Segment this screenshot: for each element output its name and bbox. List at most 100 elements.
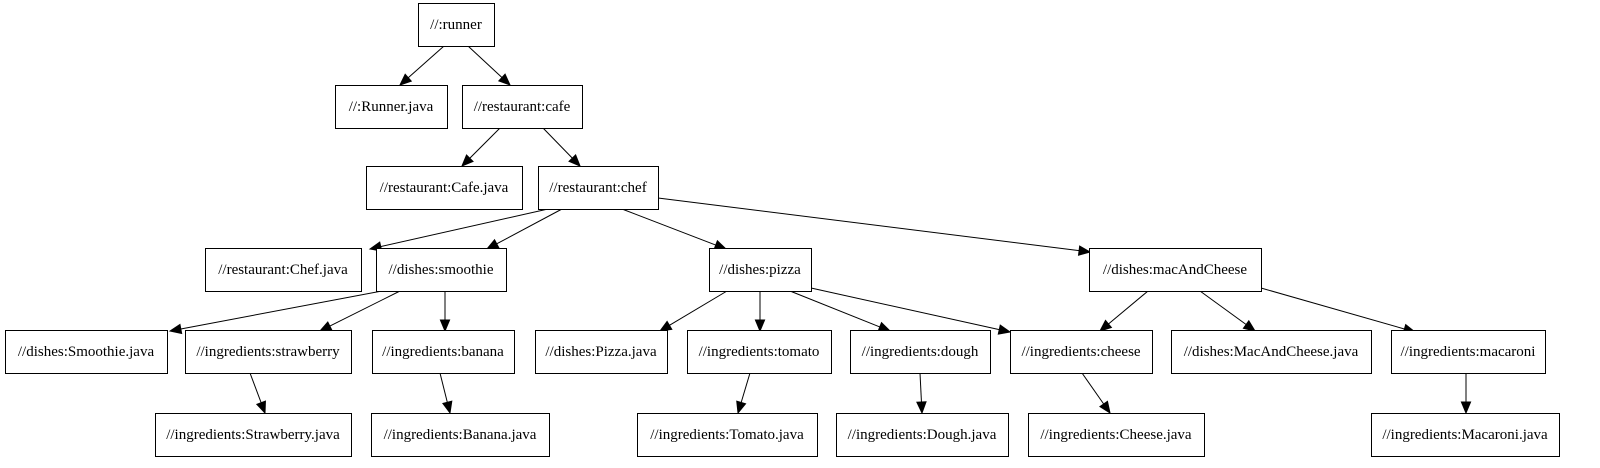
graph-node-mac-java[interactable]: //dishes:MacAndCheese.java bbox=[1171, 330, 1372, 374]
edge-line bbox=[919, 372, 922, 403]
edge-line bbox=[1199, 290, 1247, 325]
edge-line bbox=[1081, 372, 1105, 405]
graph-node-banana-java[interactable]: //ingredients:Banana.java bbox=[371, 413, 550, 457]
graph-node-dough-java[interactable]: //ingredients:Dough.java bbox=[836, 413, 1009, 457]
edge-line bbox=[496, 208, 563, 245]
nodes-layer: //:runner //:Runner.java //restaurant:cafe… bbox=[5, 3, 1560, 457]
node-label: //ingredients:Tomato.java bbox=[650, 427, 804, 443]
node-label: //dishes:macAndCheese bbox=[1103, 262, 1247, 278]
graph-node-dishes-pizza[interactable]: //dishes:pizza bbox=[709, 248, 812, 292]
node-box[interactable] bbox=[335, 85, 448, 129]
node-label: //ingredients:strawberry bbox=[196, 344, 340, 360]
edge-line bbox=[249, 372, 262, 403]
node-label: //:runner bbox=[430, 17, 482, 33]
graph-edge bbox=[789, 290, 892, 332]
graph-node-macaroni-java[interactable]: //ingredients:Macaroni.java bbox=[1371, 413, 1560, 457]
graph-node-ing-cheese[interactable]: //ingredients:cheese bbox=[1010, 330, 1153, 374]
graph-node-chef-java[interactable]: //restaurant:Chef.java bbox=[205, 248, 362, 292]
edge-arrowhead-icon bbox=[439, 319, 451, 333]
edge-arrowhead-icon bbox=[1460, 401, 1472, 415]
graph-edge bbox=[168, 290, 383, 335]
edge-arrowhead-icon bbox=[916, 401, 927, 415]
node-box[interactable] bbox=[687, 330, 832, 374]
graph-edge bbox=[736, 372, 751, 415]
edge-arrowhead-icon bbox=[736, 400, 747, 415]
node-box[interactable] bbox=[836, 413, 1009, 457]
node-label: //restaurant:Chef.java bbox=[218, 262, 348, 278]
node-label: //ingredients:macaroni bbox=[1401, 344, 1536, 360]
graph-node-ing-tomato[interactable]: //ingredients:tomato bbox=[687, 330, 832, 374]
node-box[interactable] bbox=[1371, 413, 1560, 457]
graph-node-ing-dough[interactable]: //ingredients:dough bbox=[850, 330, 991, 374]
graph-edge bbox=[542, 127, 581, 167]
node-box[interactable] bbox=[1171, 330, 1372, 374]
node-label: //dishes:pizza bbox=[719, 262, 801, 278]
node-box[interactable] bbox=[155, 413, 352, 457]
edge-line bbox=[1260, 287, 1405, 330]
node-label: //ingredients:Strawberry.java bbox=[166, 427, 340, 443]
node-box[interactable] bbox=[1391, 330, 1546, 374]
edge-line bbox=[669, 290, 728, 326]
node-box[interactable] bbox=[637, 413, 818, 457]
edge-arrowhead-icon bbox=[485, 238, 500, 250]
edge-line bbox=[407, 45, 445, 79]
node-box[interactable] bbox=[185, 330, 352, 374]
graph-node-ing-banana[interactable]: //ingredients:banana bbox=[372, 330, 515, 374]
edge-arrowhead-icon bbox=[168, 323, 183, 335]
edge-line bbox=[542, 127, 573, 159]
graph-node-ing-macaroni[interactable]: //ingredients:macaroni bbox=[1391, 330, 1546, 374]
node-box[interactable] bbox=[366, 166, 523, 210]
node-box[interactable] bbox=[538, 166, 659, 210]
graph-node-runner-java[interactable]: //:Runner.java bbox=[335, 85, 448, 129]
edge-arrowhead-icon bbox=[1077, 245, 1092, 256]
node-box[interactable] bbox=[462, 85, 583, 129]
graph-node-smoothie-java[interactable]: //dishes:Smoothie.java bbox=[5, 330, 168, 374]
node-label: //dishes:Pizza.java bbox=[545, 344, 657, 360]
node-box[interactable] bbox=[535, 330, 668, 374]
edge-arrowhead-icon bbox=[442, 400, 453, 415]
graph-edge bbox=[318, 290, 401, 332]
node-box[interactable] bbox=[709, 248, 812, 292]
graph-node-cheese-java[interactable]: //ingredients:Cheese.java bbox=[1028, 413, 1205, 457]
node-box[interactable] bbox=[376, 248, 507, 292]
graph-edge bbox=[439, 372, 453, 415]
node-label: //ingredients:Cheese.java bbox=[1040, 427, 1192, 443]
graph-edge bbox=[467, 45, 511, 86]
edge-line bbox=[621, 208, 716, 246]
graph-node-dishes-smoothie[interactable]: //dishes:smoothie bbox=[376, 248, 507, 292]
node-box[interactable] bbox=[371, 413, 550, 457]
graph-edge bbox=[1099, 290, 1149, 332]
graph-node-restaurant-chef[interactable]: //restaurant:chef bbox=[538, 166, 659, 210]
node-label: //dishes:Smoothie.java bbox=[18, 344, 155, 360]
graph-node-cafe-java[interactable]: //restaurant:Cafe.java bbox=[366, 166, 523, 210]
edge-line bbox=[789, 290, 880, 328]
edges-layer bbox=[168, 45, 1472, 415]
node-box[interactable] bbox=[205, 248, 362, 292]
node-box[interactable] bbox=[850, 330, 991, 374]
graph-node-tomato-java[interactable]: //ingredients:Tomato.java bbox=[637, 413, 818, 457]
edge-arrowhead-icon bbox=[1099, 319, 1113, 332]
node-label: //ingredients:banana bbox=[382, 344, 504, 360]
edge-arrowhead-icon bbox=[255, 400, 266, 415]
edge-line bbox=[1108, 290, 1149, 325]
node-box[interactable] bbox=[1010, 330, 1153, 374]
graph-node-dishes-mac[interactable]: //dishes:macAndCheese bbox=[1089, 248, 1262, 292]
edge-line bbox=[469, 127, 501, 159]
node-box[interactable] bbox=[372, 330, 515, 374]
graph-edge bbox=[658, 290, 728, 332]
node-box[interactable] bbox=[1089, 248, 1262, 292]
graph-edge bbox=[368, 208, 549, 252]
node-label: //ingredients:Macaroni.java bbox=[1382, 427, 1548, 443]
node-label: //restaurant:Cafe.java bbox=[380, 180, 509, 196]
graph-node-restaurant-cafe[interactable]: //restaurant:cafe bbox=[462, 85, 583, 129]
edge-arrowhead-icon bbox=[1099, 400, 1111, 415]
node-box[interactable] bbox=[5, 330, 168, 374]
node-box[interactable] bbox=[418, 3, 495, 47]
graph-node-strawberry-java[interactable]: //ingredients:Strawberry.java bbox=[155, 413, 352, 457]
node-box[interactable] bbox=[1028, 413, 1205, 457]
graph-node-pizza-java[interactable]: //dishes:Pizza.java bbox=[535, 330, 668, 374]
graph-node-runner[interactable]: //:runner bbox=[418, 3, 495, 47]
edge-arrowhead-icon bbox=[997, 324, 1012, 335]
graph-node-ing-strawberry[interactable]: //ingredients:strawberry bbox=[185, 330, 352, 374]
